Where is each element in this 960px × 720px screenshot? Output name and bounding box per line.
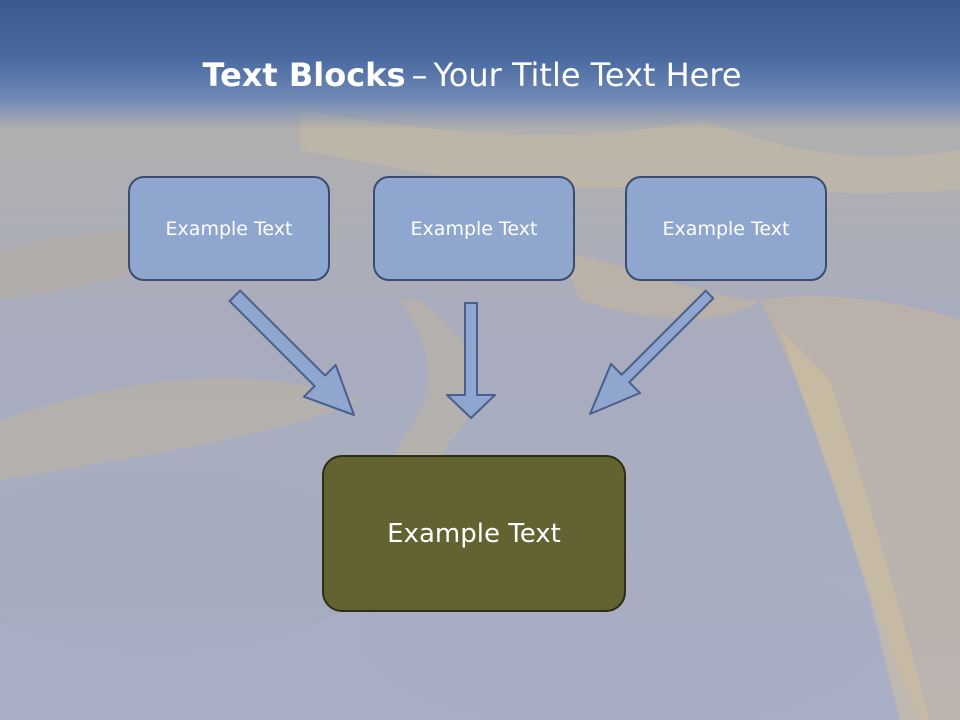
text-block-2-label: Example Text xyxy=(410,217,538,240)
text-block-1-label: Example Text xyxy=(165,217,293,240)
title-rest-text: Your Title Text Here xyxy=(433,56,742,94)
arrow-right-diagonal[interactable] xyxy=(589,289,715,415)
title-bold-text: Text Blocks xyxy=(202,56,406,94)
title-separator: – xyxy=(411,56,428,94)
main-text-block-label: Example Text xyxy=(387,518,561,549)
text-block-3-label: Example Text xyxy=(662,217,790,240)
text-block-1[interactable]: Example Text xyxy=(128,176,330,281)
arrow-center-down[interactable] xyxy=(446,302,496,419)
slide-title: Text Blocks–Your Title Text Here xyxy=(0,50,944,100)
text-block-3[interactable]: Example Text xyxy=(625,176,827,281)
text-block-2[interactable]: Example Text xyxy=(373,176,575,281)
arrow-left-diagonal[interactable] xyxy=(228,289,355,416)
title-band xyxy=(0,0,960,130)
main-text-block[interactable]: Example Text xyxy=(322,455,626,612)
